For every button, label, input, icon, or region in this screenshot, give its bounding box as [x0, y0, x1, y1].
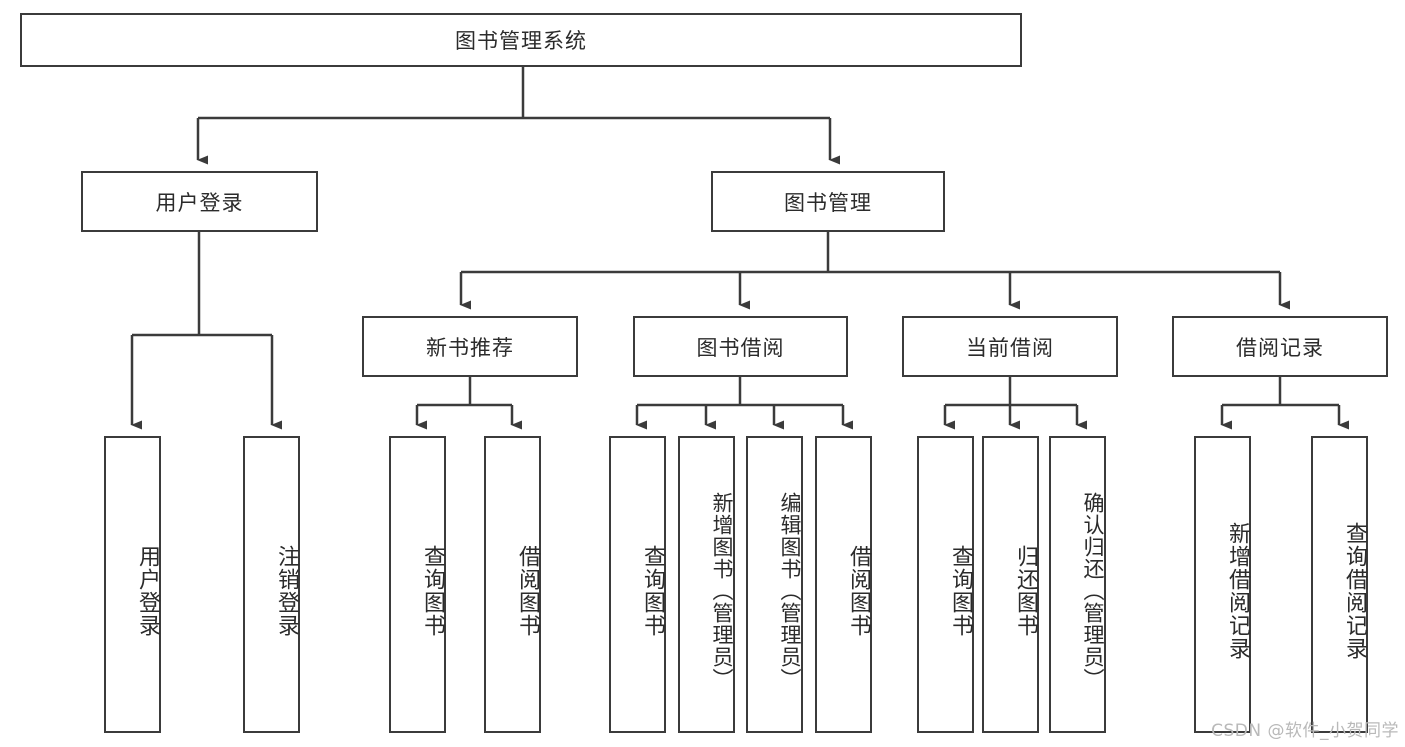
- leaf-borrow-borrow-book[interactable]: 借阅图书: [815, 436, 872, 733]
- node-new-book-recommend[interactable]: 新书推荐: [362, 316, 578, 377]
- node-current-borrow[interactable]: 当前借阅: [902, 316, 1118, 377]
- leaf-record-query-record[interactable]: 查询借阅记录: [1311, 436, 1368, 733]
- leaf-borrow-add-book-admin[interactable]: 新增图书（管理员）: [678, 436, 735, 733]
- leaf-borrow-edit-book-admin[interactable]: 编辑图书（管理员）: [746, 436, 803, 733]
- leaf-recommend-query-book[interactable]: 查询图书: [389, 436, 446, 733]
- csdn-watermark: CSDN @软件_小贺同学: [1211, 721, 1399, 741]
- leaf-record-add-record[interactable]: 新增借阅记录: [1194, 436, 1251, 733]
- leaf-current-confirm-return-admin[interactable]: 确认归还（管理员）: [1049, 436, 1106, 733]
- leaf-current-query-book[interactable]: 查询图书: [917, 436, 974, 733]
- node-book-management[interactable]: 图书管理: [711, 171, 945, 232]
- leaf-borrow-query-book[interactable]: 查询图书: [609, 436, 666, 733]
- leaf-user-login-signout[interactable]: 注销登录: [243, 436, 300, 733]
- node-user-login[interactable]: 用户登录: [81, 171, 318, 232]
- node-book-borrow[interactable]: 图书借阅: [633, 316, 848, 377]
- leaf-user-login-signin[interactable]: 用户登录: [104, 436, 161, 733]
- node-borrow-record[interactable]: 借阅记录: [1172, 316, 1388, 377]
- leaf-recommend-borrow-book[interactable]: 借阅图书: [484, 436, 541, 733]
- node-root-system[interactable]: 图书管理系统: [20, 13, 1022, 67]
- leaf-current-return-book[interactable]: 归还图书: [982, 436, 1039, 733]
